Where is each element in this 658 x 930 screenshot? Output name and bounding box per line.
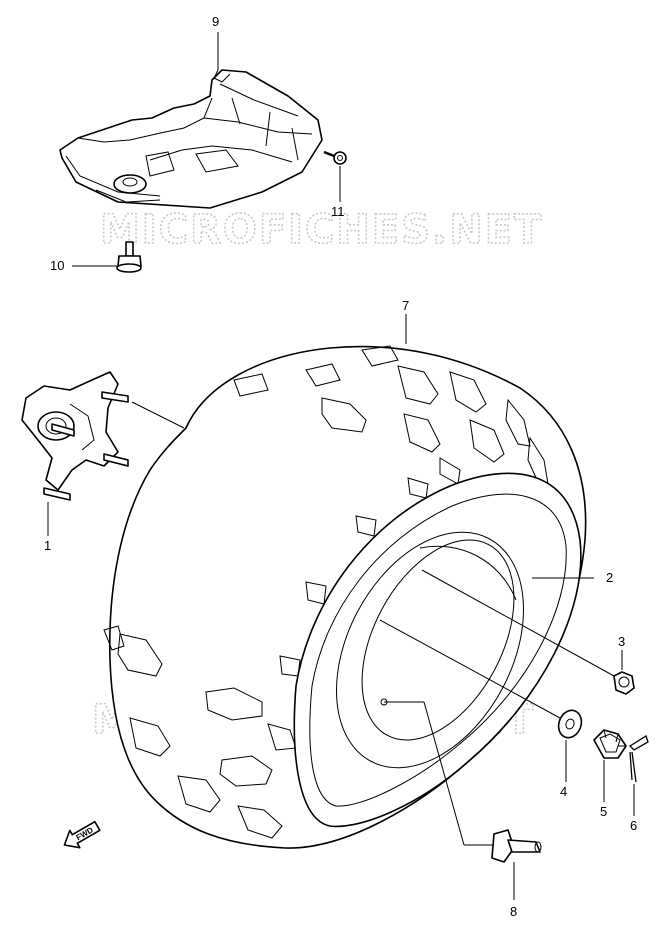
- washer-part: [557, 709, 583, 739]
- callout-3: 3: [618, 634, 625, 649]
- callout-5: 5: [600, 804, 607, 819]
- callout-9: 9: [212, 14, 219, 29]
- callout-8: 8: [510, 904, 517, 919]
- callout-10: 10: [50, 258, 64, 273]
- valve-part: [491, 829, 542, 863]
- callout-11: 11: [331, 204, 345, 219]
- callout-2: 2: [606, 570, 613, 585]
- watermark-top: MICROFICHES.NET: [100, 207, 543, 253]
- nut-part: [613, 671, 635, 695]
- screw-part: [323, 150, 347, 165]
- rim-part: [293, 472, 582, 828]
- castle-nut-part: [593, 729, 627, 759]
- callout-6: 6: [630, 818, 637, 833]
- cotter-pin-part: [628, 735, 649, 783]
- guard-part: [59, 69, 323, 209]
- bolt-part: [116, 241, 142, 273]
- hub-part: [21, 371, 129, 501]
- callout-1: 1: [44, 538, 51, 553]
- fwd-arrow: FWD: [63, 820, 101, 849]
- callout-4: 4: [560, 784, 567, 799]
- callout-7: 7: [402, 298, 409, 313]
